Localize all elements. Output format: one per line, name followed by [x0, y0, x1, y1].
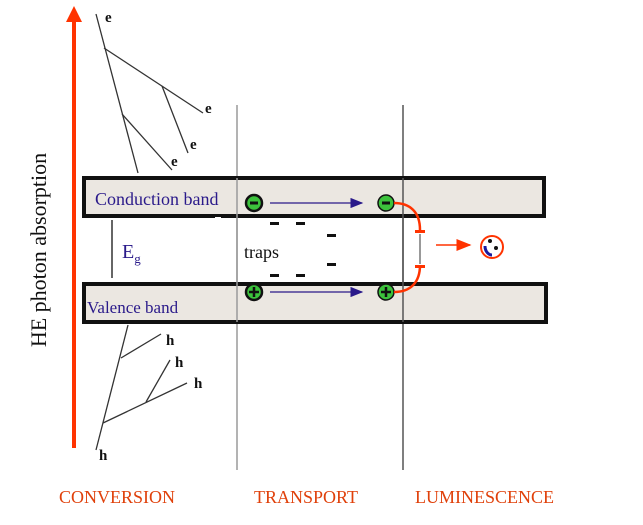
valence-band [82, 282, 548, 324]
electron-cascade [95, 13, 204, 174]
electron-label: e [171, 154, 178, 170]
recombination-center [393, 201, 425, 294]
hole-label: h [175, 355, 184, 371]
traps-label: traps [244, 242, 279, 262]
hole-cascade [95, 324, 188, 451]
conduction-band-label: Conduction band [95, 189, 219, 209]
hole-carrier-end [377, 283, 395, 301]
stage-label-transport: TRANSPORT [254, 487, 358, 507]
axis-label: HE photon absorption [26, 153, 51, 347]
band-gap-label: Eg [122, 241, 141, 266]
hole-label: h [194, 376, 203, 392]
stage-label-conversion: CONVERSION [59, 487, 175, 507]
valence-band-label: Valence band [87, 298, 179, 317]
hole-carrier-start [244, 282, 264, 302]
electron-label: e [205, 101, 212, 117]
absorption-arrow [66, 6, 82, 448]
electron-carrier-end [377, 194, 395, 212]
hole-label: h [99, 448, 108, 464]
stage-label-luminescence: LUMINESCENCE [415, 487, 554, 507]
conduction-band [82, 176, 546, 218]
trap-levels [215, 217, 336, 277]
photon-smiley-icon [480, 235, 504, 259]
electron-label: e [105, 10, 112, 26]
hole-label: h [166, 333, 175, 349]
electron-label: e [190, 137, 197, 153]
arrow-head-icon [66, 6, 82, 22]
electron-carrier-start [244, 193, 264, 213]
